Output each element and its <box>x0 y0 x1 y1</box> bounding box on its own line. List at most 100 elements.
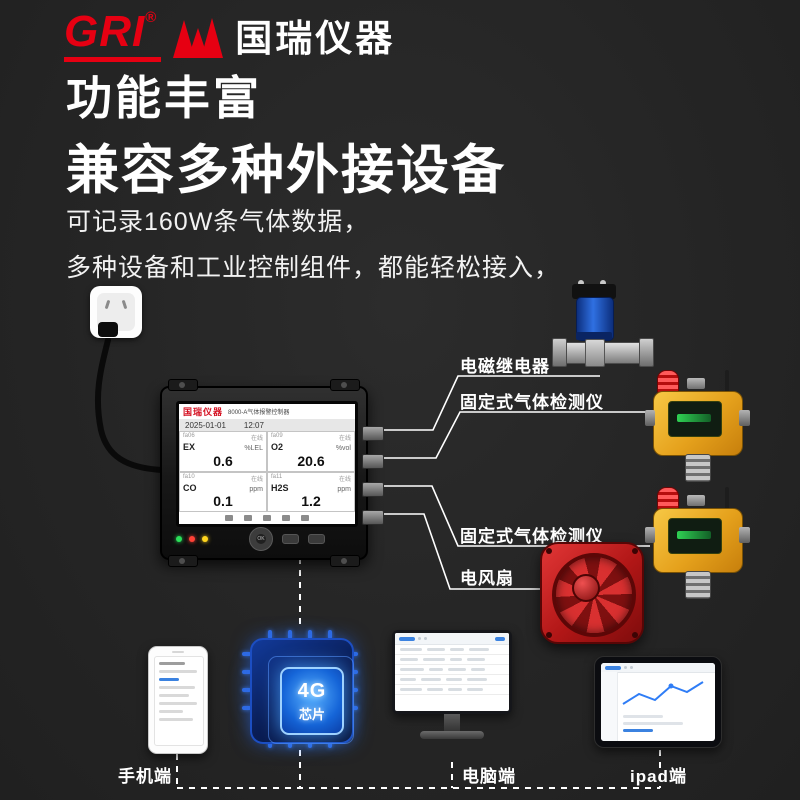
cable-gland <box>362 482 384 497</box>
menu-icon <box>244 515 252 521</box>
chip-core: 4G 芯片 <box>280 667 344 735</box>
fan-bolt <box>546 632 552 638</box>
pipe-port-left <box>645 527 655 543</box>
screen-time: 12:07 <box>243 420 264 430</box>
screen-menu-icons <box>179 512 355 524</box>
screw-icon <box>341 558 347 564</box>
gas-name: EX <box>183 442 196 452</box>
channel-id: fa10 <box>183 473 195 480</box>
valve-terminal <box>578 280 584 286</box>
antenna-icon <box>725 370 729 392</box>
detector-body <box>653 508 743 573</box>
function-button <box>308 534 325 544</box>
detector-top-label: 固定式气体检测仪 <box>460 393 604 412</box>
ipad-ui-line <box>623 715 663 718</box>
valve-nut-left <box>552 338 567 367</box>
ipad-ui-logo <box>605 665 621 670</box>
socket-slot-left <box>104 299 111 310</box>
phone-ui-line <box>159 718 193 721</box>
chip-cn-text: 芯片 <box>298 706 325 722</box>
gas-unit: %vol <box>335 445 351 452</box>
4g-chip: 4G 芯片 <box>242 630 358 748</box>
chip-4g-text: 4G <box>297 679 327 702</box>
monitor-ui-button <box>495 636 505 641</box>
sensor-cylinder <box>685 571 711 599</box>
phone-label: 手机端 <box>118 767 172 786</box>
intro-line-2: 多种设备和工业控制组件，都能轻松接入， <box>66 254 561 282</box>
gas-value: 0.6 <box>213 452 233 469</box>
chip-pin <box>288 630 292 639</box>
registered-mark: ® <box>145 9 158 26</box>
pipe-port-right <box>739 527 750 543</box>
monitor-ui-dot <box>418 637 421 640</box>
controller-screen: 国瑞仪器 8000-A气体报警控制器 2025-01-01 12:07 fa06… <box>176 401 358 527</box>
ipad-mockup <box>594 656 722 748</box>
channel-status: 在线 <box>338 436 351 442</box>
phone-ui-line <box>159 678 179 681</box>
fault-led <box>202 536 208 542</box>
valve-cap <box>572 284 616 299</box>
chip-body: 4G 芯片 <box>250 638 354 744</box>
waveform-logo-icon <box>173 18 224 58</box>
gas-name: H2S <box>271 482 289 493</box>
phone-screen <box>154 656 204 746</box>
chip-pin <box>242 688 251 692</box>
intro-line-1: 可记录160W条气体数据， <box>66 208 370 236</box>
detector-fitting <box>687 378 705 389</box>
monitor-table-row <box>395 685 509 695</box>
relay-label: 电磁继电器 <box>460 357 550 376</box>
gas-unit: ppm <box>337 485 351 493</box>
power-plug <box>98 322 118 337</box>
valve-nut-right <box>639 338 654 367</box>
channel-id: fa06 <box>183 433 195 439</box>
pipe-port-right <box>739 410 750 426</box>
channel-id: fa09 <box>271 433 283 439</box>
gas-value: 0.1 <box>213 493 233 510</box>
screen-datetime-bar: 2025-01-01 12:07 <box>179 419 355 431</box>
controller-buttons: OK <box>176 526 352 552</box>
chip-pin <box>268 630 272 639</box>
brand-company-name: 国瑞仪器 <box>235 18 396 60</box>
monitor-ui <box>395 633 509 711</box>
monitor-stand-neck <box>444 714 460 731</box>
function-button <box>282 534 299 544</box>
socket-slot-right <box>121 299 128 310</box>
cable-gland <box>362 454 384 469</box>
phone-ui-line <box>159 670 197 673</box>
brand-name: GRI <box>64 7 146 56</box>
mounting-ear <box>330 379 360 391</box>
monitor-ui-topbar <box>395 633 509 645</box>
chip-pin <box>242 670 251 674</box>
detector-display <box>668 518 722 554</box>
valve-terminal <box>600 280 606 286</box>
menu-icon <box>263 515 271 521</box>
desktop-monitor-mockup <box>392 630 512 760</box>
screen-brand: 国瑞仪器 <box>183 407 224 417</box>
ipad-ui-dot <box>624 666 627 669</box>
ipad-ui-line <box>623 729 653 732</box>
headline-secondary: 兼容多种外接设备 <box>66 141 506 200</box>
menu-icon <box>282 515 290 521</box>
channel-status: 在线 <box>250 436 263 442</box>
cable-gland <box>362 510 384 525</box>
monitor-table-row <box>395 645 509 655</box>
alarm-led <box>189 536 195 542</box>
gas-name: CO <box>183 482 197 493</box>
screen-model: 8000-A气体报警控制器 <box>228 410 290 416</box>
mounting-ear <box>168 555 198 567</box>
mounting-ear <box>330 555 360 567</box>
chip-pin <box>242 706 251 710</box>
ipad-screen <box>601 663 715 741</box>
monitor-stand-base <box>420 731 484 739</box>
valve-center-block <box>585 339 605 367</box>
detector-display <box>668 401 722 437</box>
screw-icon <box>179 558 185 564</box>
ipad-ui-line <box>623 722 683 725</box>
gas-unit: %LEL <box>244 445 263 452</box>
chip-pin <box>328 630 332 639</box>
line-to-detector-top <box>382 411 650 459</box>
screen-date: 2025-01-01 <box>185 420 226 430</box>
